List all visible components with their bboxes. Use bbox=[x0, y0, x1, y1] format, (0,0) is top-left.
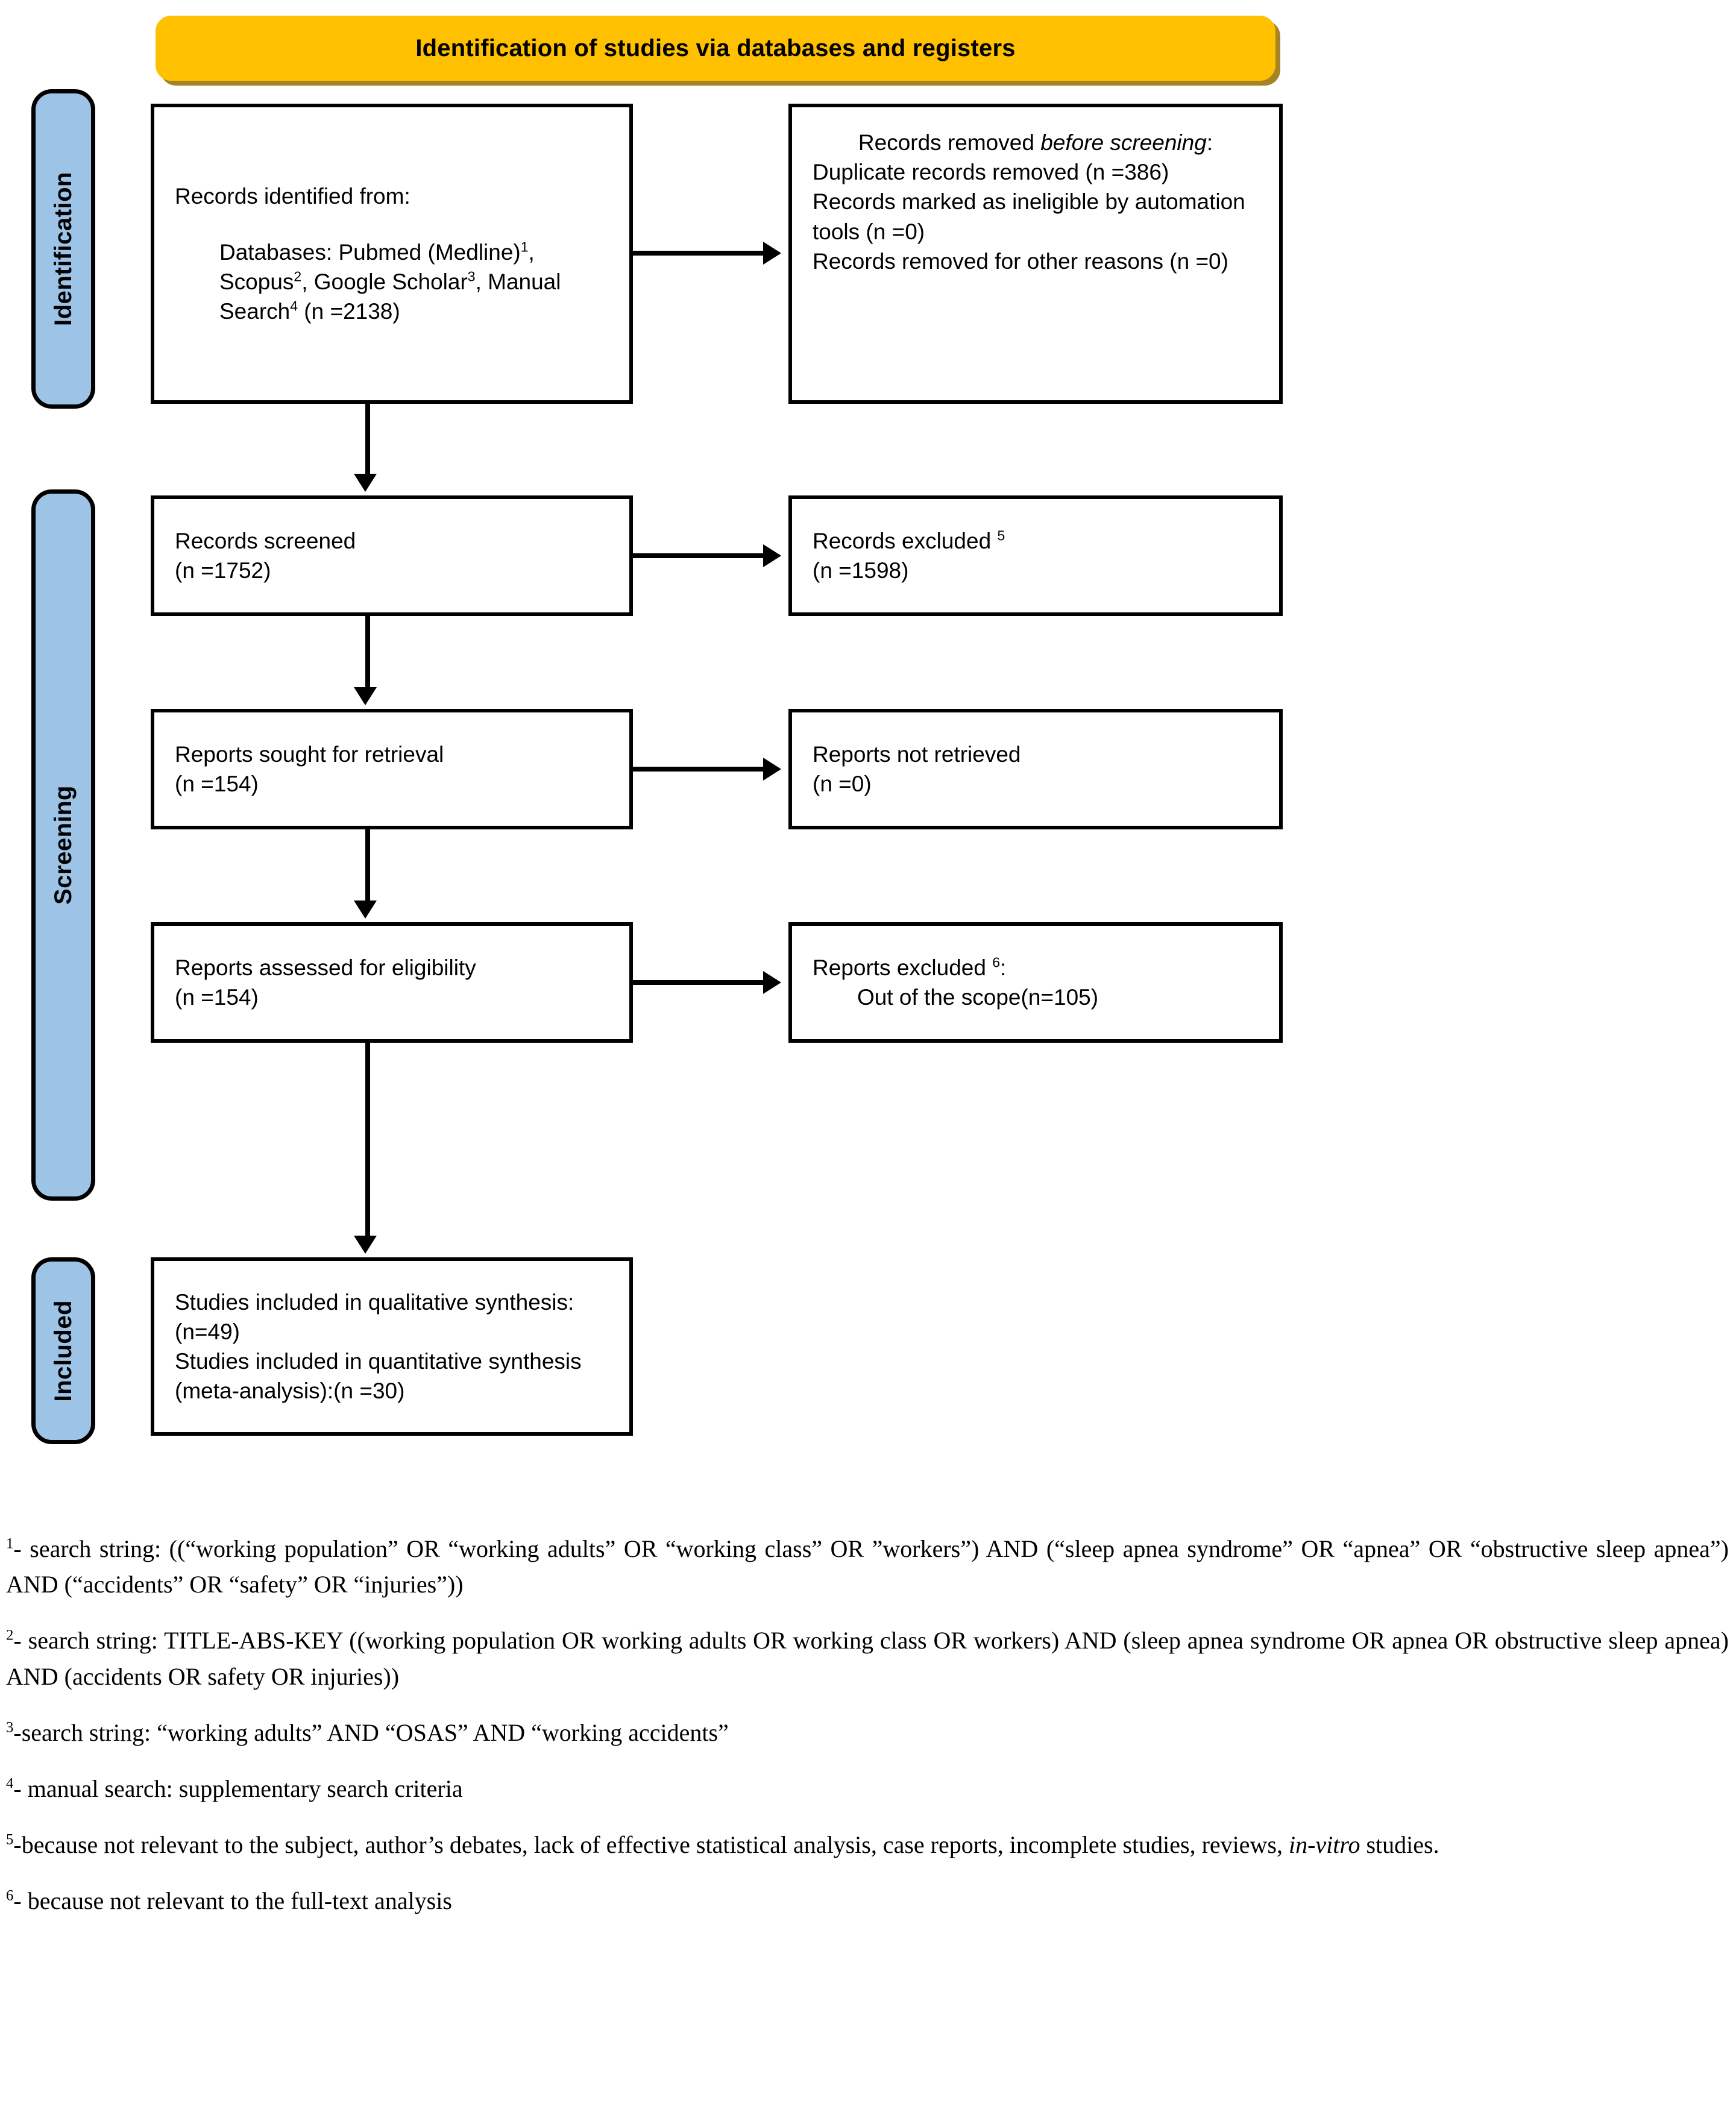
footnote-3-marker: 3 bbox=[6, 1719, 14, 1736]
box-records-screened: Records screened (n =1752) bbox=[151, 495, 633, 616]
footnote-5-text-italic: in-vitro bbox=[1288, 1831, 1360, 1859]
records-screened-line-1: Records screened bbox=[175, 528, 356, 553]
records-identified-body-mid2: , Google Scholar bbox=[301, 269, 468, 294]
records-identified-body-suffix: (n =2138) bbox=[298, 299, 400, 324]
header-banner-label: Identification of studies via databases … bbox=[415, 35, 1016, 61]
phase-sidebar-included: Included bbox=[31, 1257, 95, 1444]
footnote-6-text: - because not relevant to the full-text … bbox=[13, 1887, 452, 1915]
footnote-3: 3-search string: “working adults” AND “O… bbox=[6, 1715, 1729, 1750]
records-removed-line-2: Records marked as ineligible by automati… bbox=[813, 189, 1252, 244]
footnote-2: 2- search string: TITLE-ABS-KEY ((workin… bbox=[6, 1623, 1729, 1694]
records-identified-body-prefix: Databases: Pubmed (Medline) bbox=[219, 239, 521, 265]
reports-sought-line-1: Reports sought for retrieval bbox=[175, 741, 444, 767]
studies-included-line-1: Studies included in qualitative synthesi… bbox=[175, 1289, 574, 1344]
phase-label-screening: Screening bbox=[49, 785, 77, 905]
footnote-1: 1- search string: ((“working population”… bbox=[6, 1531, 1729, 1602]
reports-assessed-line-2: (n =154) bbox=[175, 985, 259, 1010]
records-identified-body: Databases: Pubmed (Medline)1, Scopus2, G… bbox=[175, 237, 609, 327]
records-identified-body-mid1: , Scopus bbox=[219, 239, 541, 294]
connector-sought-to-not-retrieved bbox=[633, 767, 767, 772]
footnote-1-text: - search string: ((“working population” … bbox=[6, 1535, 1729, 1598]
footnote-5-marker: 5 bbox=[6, 1831, 14, 1848]
records-excluded-line-2: (n =1598) bbox=[813, 558, 909, 583]
box-reports-sought-for-retrieval: Reports sought for retrieval (n =154) bbox=[151, 709, 633, 829]
connector-screened-to-sought bbox=[365, 616, 370, 691]
records-removed-title: Records removed before screening: bbox=[813, 128, 1259, 157]
footnote-2-text: - search string: TITLE-ABS-KEY ((working… bbox=[6, 1627, 1729, 1690]
connector-assessed-to-included bbox=[365, 1043, 370, 1239]
arrow-down-icon-to-sought bbox=[354, 687, 377, 705]
box-reports-not-retrieved: Reports not retrieved (n =0) bbox=[788, 709, 1283, 829]
footnote-5: 5-because not relevant to the subject, a… bbox=[6, 1827, 1729, 1862]
footnote-6: 6- because not relevant to the full-text… bbox=[6, 1883, 1729, 1919]
reports-excluded-label: Reports excluded bbox=[813, 955, 993, 980]
phase-label-included: Included bbox=[49, 1300, 77, 1402]
arrow-down-icon-to-included bbox=[354, 1236, 377, 1254]
records-removed-title-italic: before screening bbox=[1040, 130, 1207, 155]
records-excluded-label: Records excluded bbox=[813, 528, 998, 553]
box-reports-excluded: Reports excluded 6: Out of the scope(n=1… bbox=[788, 922, 1283, 1043]
connector-sought-to-assessed bbox=[365, 829, 370, 904]
footnote-5-text-before: -because not relevant to the subject, au… bbox=[13, 1831, 1289, 1859]
box-studies-included: Studies included in qualitative synthesi… bbox=[151, 1257, 633, 1436]
records-screened-line-2: (n =1752) bbox=[175, 558, 271, 583]
footnote-6-marker: 6 bbox=[6, 1887, 14, 1904]
connector-screened-to-excluded bbox=[633, 553, 767, 558]
records-identified-sup-2: 2 bbox=[294, 268, 302, 284]
reports-sought-line-2: (n =154) bbox=[175, 772, 259, 796]
reports-excluded-line-1: Reports excluded 6: bbox=[813, 953, 1259, 982]
records-identified-spacer bbox=[175, 211, 609, 237]
box-records-identified: Records identified from: Databases: Pubm… bbox=[151, 104, 633, 404]
connector-identified-to-screened bbox=[365, 404, 370, 477]
records-removed-line-3: Records removed for other reasons (n =0) bbox=[813, 248, 1228, 274]
arrow-down-icon-to-screened bbox=[354, 474, 377, 492]
records-excluded-line-1: Records excluded 5 bbox=[813, 526, 1259, 556]
footnote-4: 4- manual search: supplementary search c… bbox=[6, 1771, 1729, 1806]
phase-sidebar-identification: Identification bbox=[31, 89, 95, 409]
arrow-right-icon-to-reports-excluded bbox=[763, 971, 781, 994]
reports-excluded-line-2: Out of the scope(n=105) bbox=[857, 985, 1099, 1010]
records-removed-title-colon: : bbox=[1206, 130, 1213, 155]
arrow-right-icon-to-excluded bbox=[763, 544, 781, 567]
footnote-3-text: -search string: “working adults” AND “OS… bbox=[13, 1718, 729, 1746]
reports-not-retrieved-line-2: (n =0) bbox=[813, 772, 872, 796]
reports-not-retrieved-line-1: Reports not retrieved bbox=[813, 741, 1021, 767]
records-identified-sup-1: 1 bbox=[520, 239, 529, 255]
reports-excluded-footnote-marker: 6 bbox=[992, 954, 1000, 970]
records-excluded-footnote-marker: 5 bbox=[997, 527, 1005, 544]
arrow-right-icon-to-removed bbox=[763, 242, 781, 265]
footnote-1-marker: 1 bbox=[6, 1535, 14, 1552]
connector-identified-to-removed bbox=[633, 251, 767, 256]
records-identified-body-mid3: , Manual Search bbox=[219, 269, 567, 324]
footnote-5-text-after: studies. bbox=[1360, 1831, 1439, 1859]
reports-excluded-colon: : bbox=[1000, 955, 1007, 980]
records-identified-sup-3: 3 bbox=[467, 268, 476, 284]
box-records-excluded: Records excluded 5 (n =1598) bbox=[788, 495, 1283, 616]
arrow-right-icon-to-not-retrieved bbox=[763, 758, 781, 781]
box-reports-assessed-for-eligibility: Reports assessed for eligibility (n =154… bbox=[151, 922, 633, 1043]
box-records-removed-before-screening: Records removed before screening: Duplic… bbox=[788, 104, 1283, 404]
arrow-down-icon-to-assessed bbox=[354, 901, 377, 919]
records-identified-sup-4: 4 bbox=[290, 298, 298, 314]
footnote-4-marker: 4 bbox=[6, 1775, 14, 1792]
phase-label-identification: Identification bbox=[49, 172, 77, 326]
records-removed-line-1: Duplicate records removed (n =386) bbox=[813, 160, 1169, 185]
studies-included-line-2: Studies included in quantitative synthes… bbox=[175, 1349, 588, 1404]
footnote-2-marker: 2 bbox=[6, 1627, 14, 1644]
footnote-4-text: - manual search: supplementary search cr… bbox=[13, 1774, 463, 1802]
records-identified-heading: Records identified from: bbox=[175, 183, 410, 209]
phase-sidebar-screening: Screening bbox=[31, 489, 95, 1201]
connector-assessed-to-reports-excluded bbox=[633, 980, 767, 985]
reports-assessed-line-1: Reports assessed for eligibility bbox=[175, 955, 476, 980]
records-removed-title-plain: Records removed bbox=[858, 130, 1041, 155]
header-banner: Identification of studies via databases … bbox=[156, 16, 1275, 81]
footnotes-section: 1- search string: ((“working population”… bbox=[6, 1531, 1729, 1919]
